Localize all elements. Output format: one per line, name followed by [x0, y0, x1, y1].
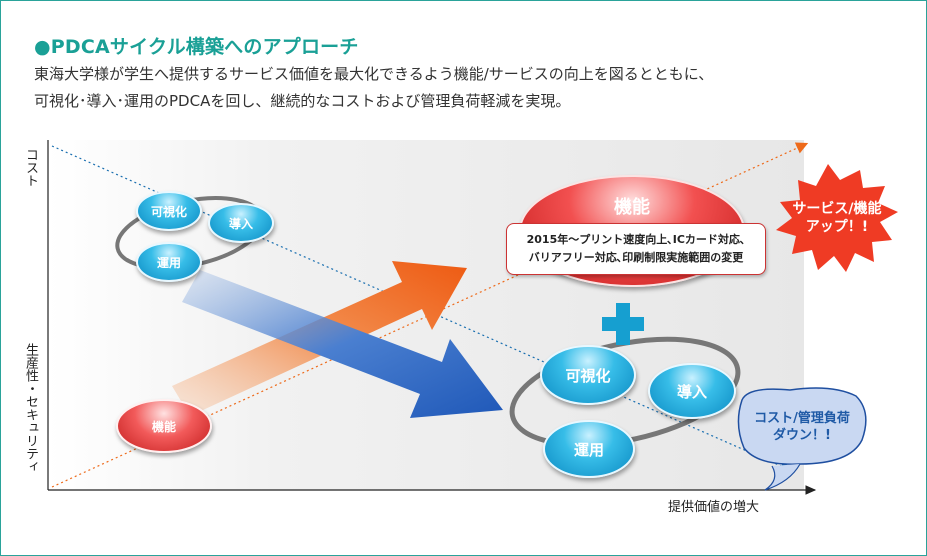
- before-visualize-node: 可視化: [136, 191, 202, 231]
- cost-down-text: コスト/管理負荷 ダウン！!: [740, 410, 864, 444]
- service-up-line-2: アップ！!: [805, 219, 869, 235]
- service-up-text: サービス/機能 アップ！!: [782, 200, 892, 236]
- description-line-2: 可視化･導入･運用のPDCAを回し、継続的なコストおよび管理負荷軽減を実現。: [34, 92, 571, 110]
- before-introduce-label: 導入: [228, 216, 253, 231]
- feature-callout-line-2: バリアフリー対応､印刷制限実施範囲の変更: [528, 251, 744, 264]
- cost-down-tail: [764, 463, 801, 491]
- cost-down-line-1: コスト/管理負荷: [754, 411, 850, 426]
- y-axis-label-cost: コスト: [23, 148, 38, 187]
- service-up-line-1: サービス/機能: [792, 201, 882, 217]
- before-feature-label: 機能: [151, 419, 176, 434]
- after-introduce-label: 導入: [676, 382, 707, 401]
- section-heading: ●PDCAサイクル構築へのアプローチ: [34, 36, 359, 58]
- y-axis-label-productivity: 生産性・セキュリティ: [23, 343, 38, 473]
- reduction-arrow: [182, 270, 503, 418]
- before-visualize-label: 可視化: [150, 204, 187, 219]
- before-operate-node: 運用: [136, 242, 202, 282]
- before-introduce-node: 導入: [208, 203, 274, 243]
- feature-after-label: 機能: [614, 197, 650, 218]
- after-operate-label: 運用: [573, 440, 604, 459]
- after-operate-node: 運用: [543, 420, 635, 478]
- description-line-1: 東海大学様が学生へ提供するサービス価値を最大化できるよう機能/サービスの向上を図…: [34, 65, 714, 83]
- feature-callout-line-1: 2015年～プリント速度向上､ICカード対応､: [526, 233, 746, 246]
- after-cycle-ring: [509, 336, 741, 448]
- x-axis-label: 提供価値の増大: [668, 500, 760, 515]
- before-operate-label: 運用: [156, 255, 181, 270]
- service-up-burst: [776, 164, 898, 272]
- cost-down-blob: [737, 387, 867, 465]
- feature-callout: 2015年～プリント速度向上､ICカード対応､ バリアフリー対応､印刷制限実施範…: [506, 223, 766, 275]
- after-visualize-node: 可視化: [540, 345, 636, 405]
- cost-down-line-2: ダウン！!: [773, 428, 831, 443]
- after-introduce-node: 導入: [648, 363, 736, 419]
- plus-icon-horizontal: [602, 317, 644, 331]
- cost-trend-line: [51, 145, 793, 472]
- before-feature-node: 機能: [116, 399, 212, 453]
- after-visualize-label: 可視化: [565, 366, 611, 385]
